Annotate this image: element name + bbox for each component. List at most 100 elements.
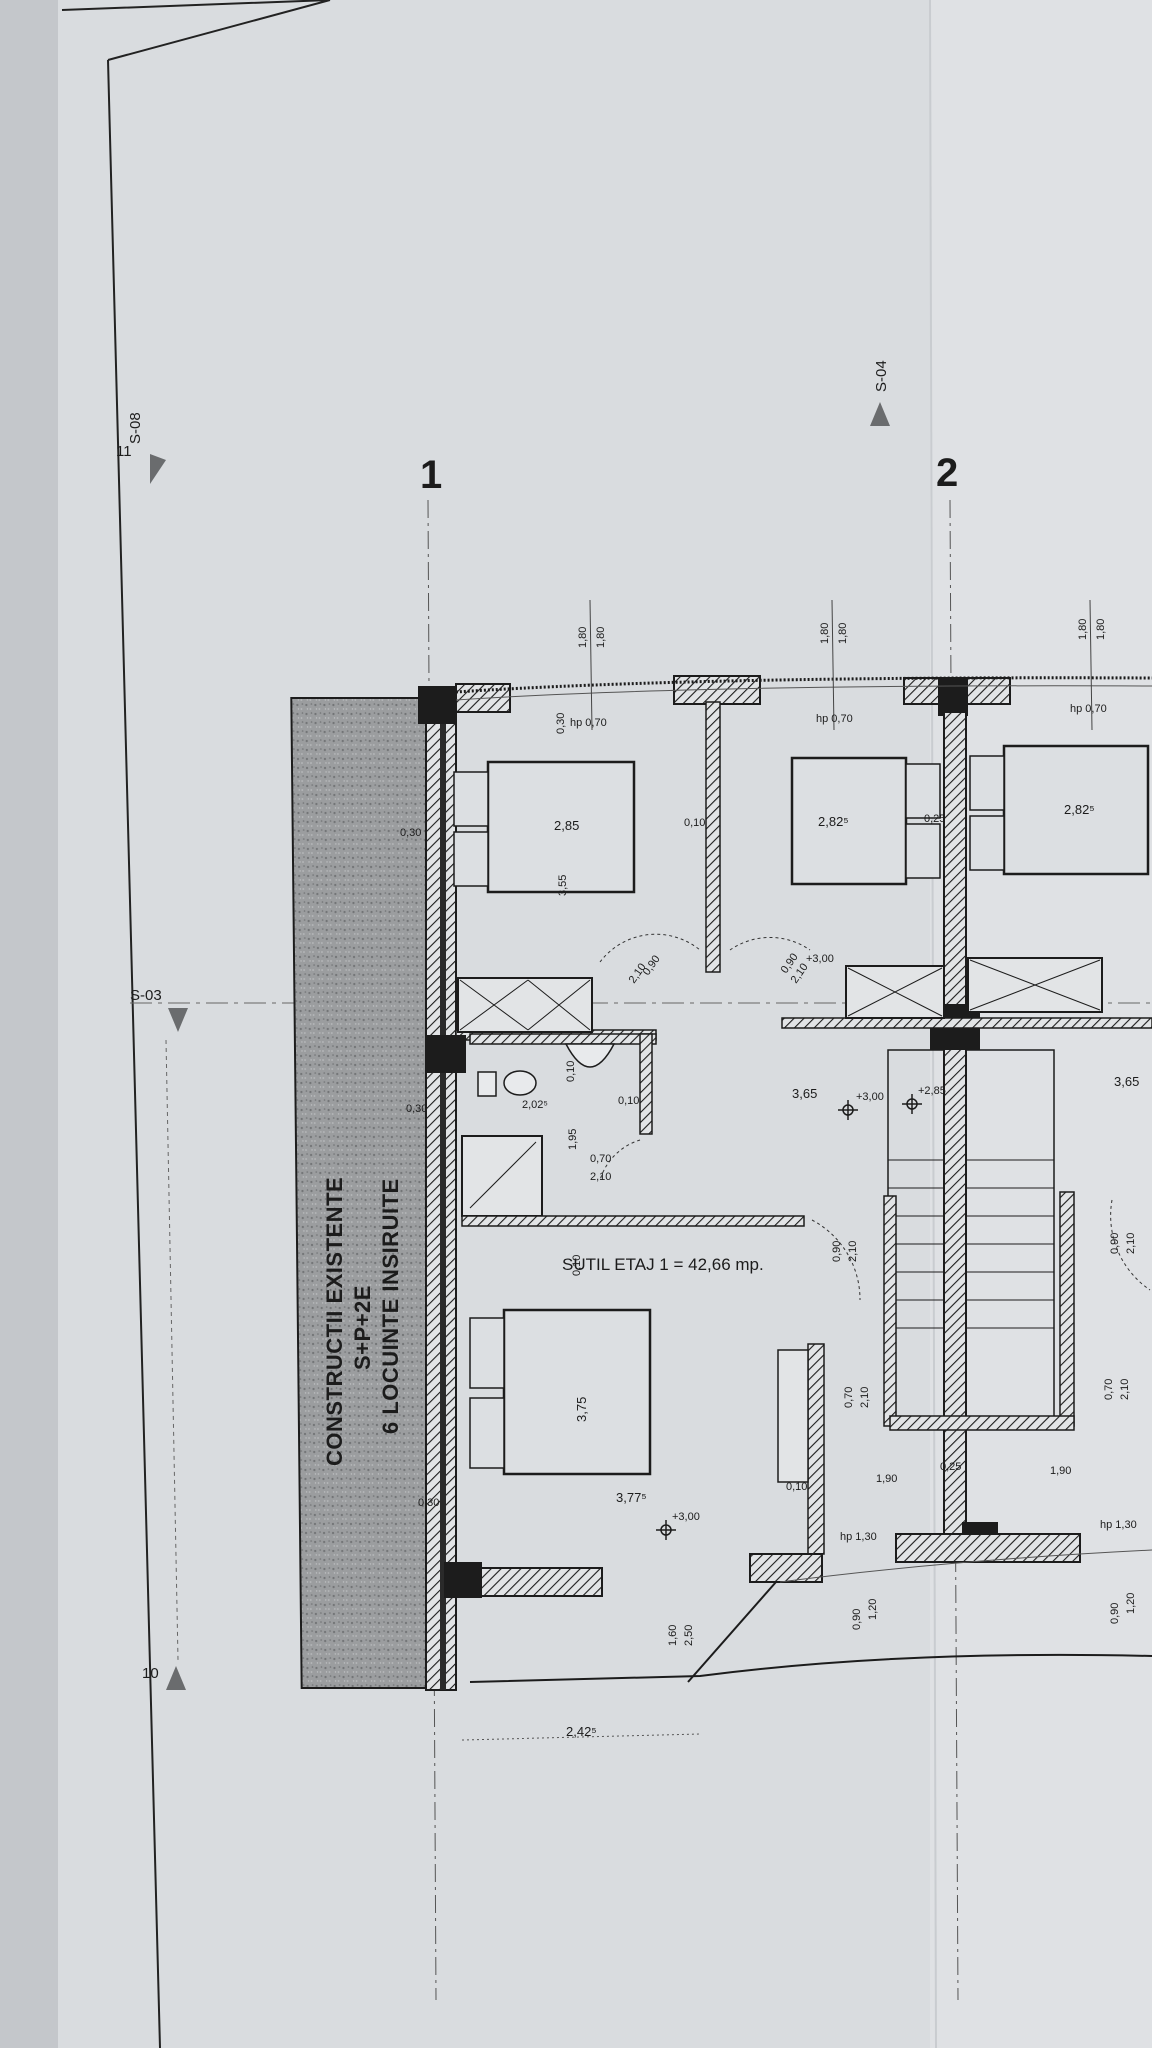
dim-hp-5: hp 1,30 [1100,1519,1137,1531]
dim-190-a: 1,90 [876,1473,897,1485]
section-label-s08: S-08 [127,412,144,444]
section-marker-s04 [870,402,890,426]
dim-top-3a: 1,80 [1077,619,1089,640]
wall-south-bedroom4 [469,1567,603,1597]
dim-070-bath: 0,70 [590,1153,611,1165]
dim-030-c: 0,30 [406,1103,427,1115]
stair-landing-south [889,1415,1075,1431]
dim-010-d: 0,10 [571,1255,583,1276]
bed-4-pillow-b [469,1397,505,1469]
dim-210-g: 2,10 [1119,1379,1131,1400]
door-arc-2 [729,937,811,951]
wall-south-bay [749,1553,823,1583]
dim-top-2a: 1,80 [819,623,831,644]
dim-070-c: 0,70 [1103,1379,1115,1400]
radiator-unit [777,1349,809,1483]
bed-2-pillow-b [905,823,941,879]
section-label-10: 10 [142,1665,159,1682]
shower-tray-diagonal [469,1141,537,1209]
bathroom-wall-east [639,1033,653,1135]
dim-corridor-365-a: 3,65 [792,1086,817,1101]
wall-bedroom4-east [807,1343,825,1555]
balcony-south-line [469,1653,1152,1683]
level-marker-2 [902,1094,922,1114]
dim-top-3b: 1,80 [1095,619,1107,640]
bed-2 [790,756,908,886]
dim-top-1a: 1,80 [577,627,589,648]
stair-treads [888,1159,1054,1329]
dim-bed-1: 2,85 [554,818,579,833]
section-label-11: 11 [116,443,132,460]
dim-090-c: 0,90 [831,1241,843,1262]
axis-label-1: 1 [420,453,442,497]
wall-corridor-north-right [781,1017,1152,1029]
dim-bottom-242: 2,42⁵ [566,1724,597,1739]
wall-bedroom-divider [705,701,721,973]
bed-1-pillow-b [453,831,489,887]
dim-120-b: 1,20 [1125,1593,1137,1614]
bed-4-pillow-a [469,1317,505,1389]
bed-3 [1002,744,1150,876]
stair-wall-east [1059,1191,1075,1427]
balcony-north-line [455,676,1152,694]
dim-070-b: 0,70 [843,1387,855,1408]
existing-building-line-2: S+P+2E [350,1285,375,1370]
level-label-1: +3,00 [806,953,834,965]
dim-210-bath: 2,10 [590,1171,611,1183]
top-dimension-ticks [589,599,1093,731]
level-label-2: +3,00 [856,1091,884,1103]
wardrobe-2 [845,965,945,1019]
dim-hp-4: hp 1,30 [840,1531,877,1543]
washbasin [564,1043,616,1068]
column-nw [418,686,456,724]
dim-010-e: 0,10 [786,1481,807,1493]
level-label-3: +2,85 [918,1085,946,1097]
balcony-south-slope [687,1581,777,1683]
bathroom-wall [469,1033,657,1045]
bed-4 [502,1308,652,1476]
level-marker-3 [656,1520,676,1540]
wardrobe-1 [457,977,593,1033]
section-label-s04: S-04 [873,360,890,392]
dim-090-d: 0,90 [1109,1233,1121,1254]
stair-wall-west [883,1195,897,1427]
dim-250: 2,50 [683,1625,695,1646]
column-n [938,678,968,716]
dim-160: 1,60 [667,1625,679,1646]
section-marker-s08 [150,454,166,484]
balcony-south-rail [779,1549,1152,1583]
level-marker-1 [838,1100,858,1120]
dim-bed-4: 3,75 [574,1397,589,1422]
dim-bedroom-4: 3,77⁵ [616,1490,647,1505]
wardrobe-3 [967,957,1103,1013]
section-label-s03: S-03 [130,987,162,1004]
paper-left-strip [0,0,62,2048]
dim-210-f: 2,10 [859,1387,871,1408]
wall-west-inner [440,712,446,1690]
bed-3-pillow-a [969,755,1005,811]
balcony-north-line-2 [455,685,1152,701]
existing-building-label: CONSTRUCTII EXISTENTE S+P+2E 6 LOCUINTE … [322,1177,403,1466]
column-west-mid [426,1035,466,1073]
dim-hp-2: hp 0,70 [816,713,853,725]
toilet-bowl [503,1070,537,1096]
door-arc-5 [1110,1199,1151,1291]
dim-120-a: 1,20 [867,1599,879,1620]
dim-010-bath-2: 0,10 [618,1095,639,1107]
dim-hp-3: hp 0,70 [1070,703,1107,715]
dim-hp-1: hp 0,70 [570,717,607,729]
axis-label-2: 2 [936,451,958,495]
dim-355: 3,55 [557,875,569,896]
dim-top-2b: 1,80 [837,623,849,644]
level-label-4: +3,00 [672,1511,700,1523]
dim-030-a: 0,30 [555,713,567,734]
dim-025-a: 0,25 [924,813,945,825]
dim-010-a: 0,10 [684,817,705,829]
bed-2-pillow-a [905,763,941,819]
dim-bed-3: 2,82⁵ [1064,802,1095,817]
dim-030-d: 0,30 [418,1497,439,1509]
dim-090-e: 0,90 [851,1609,863,1630]
dim-bath-area: 2,02⁵ [522,1099,548,1111]
door-arc-4 [811,1219,861,1301]
